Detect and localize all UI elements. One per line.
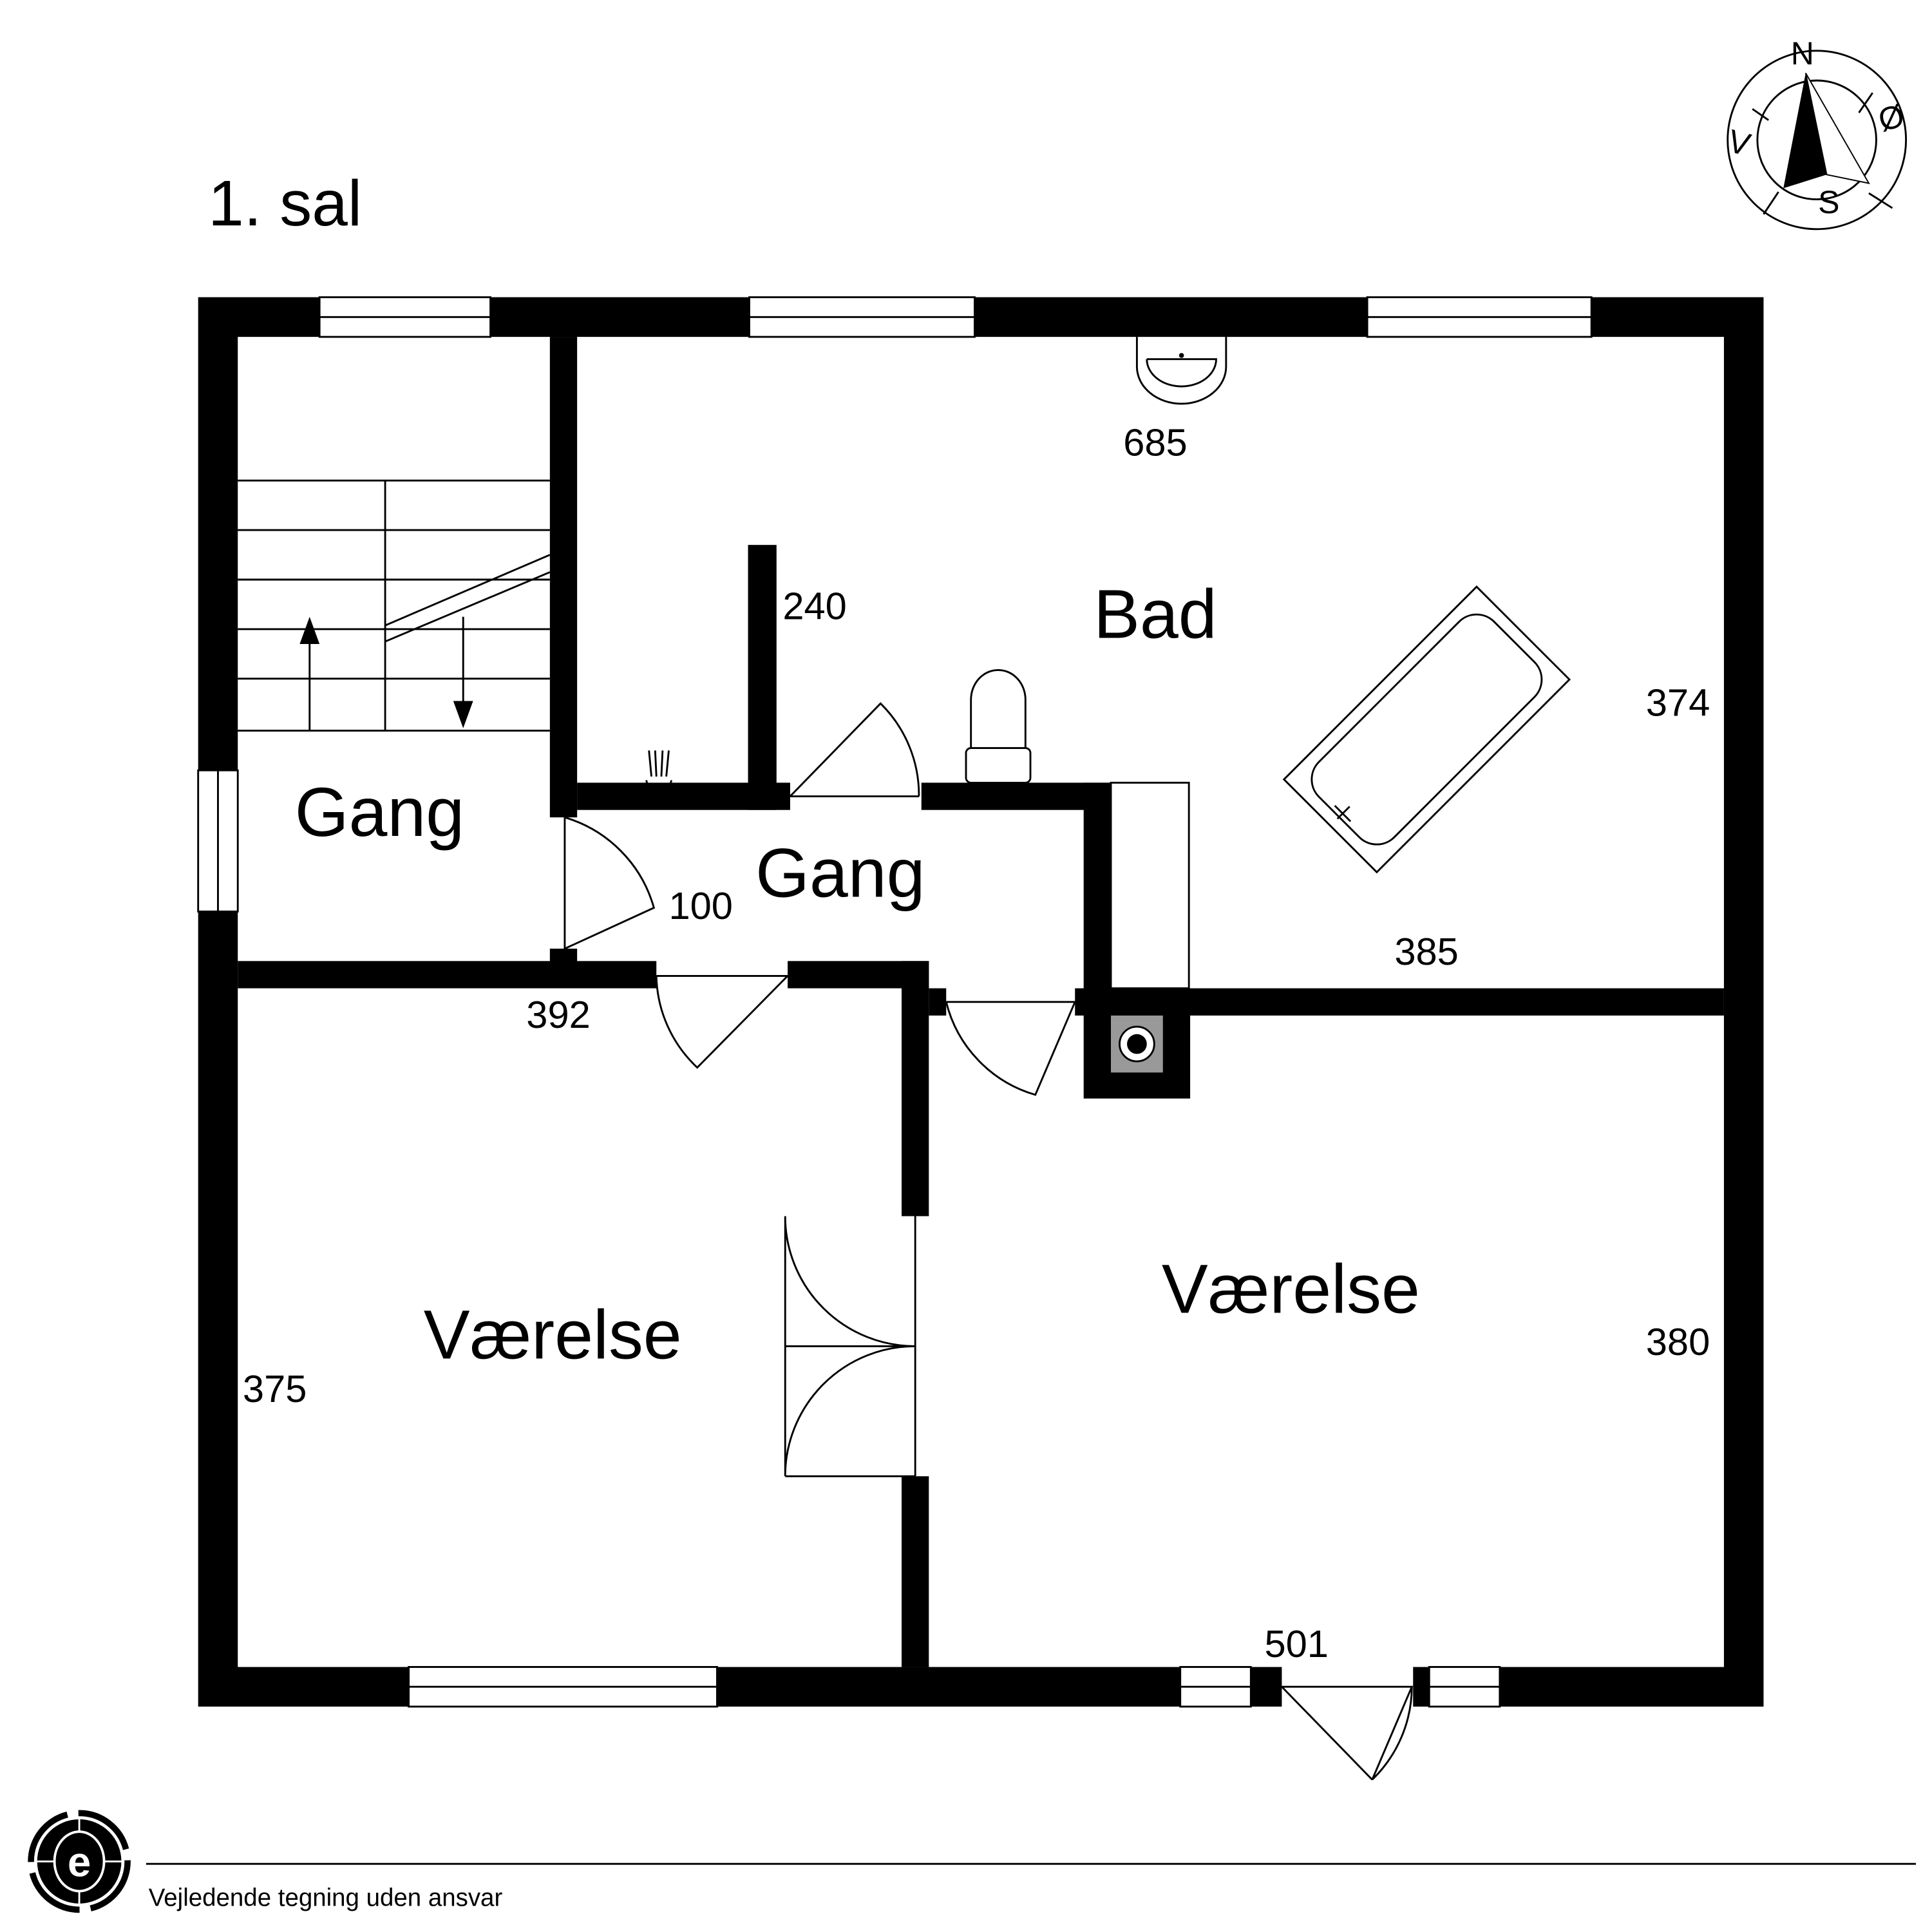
dim-bad-width: 685 — [1123, 421, 1187, 464]
footer-disclaimer: Vejledende tegning uden ansvar — [149, 1884, 503, 1912]
compass-icon: N Ø S V — [1724, 35, 1908, 231]
room-label-vaerelse-left: Værelse — [424, 1296, 682, 1374]
dim-bad-depth: 374 — [1646, 681, 1710, 724]
company-logo: e — [28, 1810, 131, 1913]
interior-walls — [238, 337, 1724, 1667]
floor-title: 1. sal — [208, 167, 362, 240]
dim-gang-width: 392 — [526, 993, 590, 1036]
arrow-up-icon — [299, 616, 320, 644]
dim-bad-bottom: 385 — [1394, 930, 1458, 973]
room-label-bad: Bad — [1094, 575, 1217, 652]
doors — [564, 702, 1414, 1781]
bathtub-icon — [1282, 585, 1571, 874]
dim-left-room-depth: 375 — [243, 1367, 307, 1410]
compass-east: Ø — [1875, 97, 1908, 138]
shower-icon — [645, 750, 672, 791]
dim-total-width: 501 — [1264, 1622, 1328, 1665]
svg-text:e: e — [68, 1838, 91, 1885]
room-label-gang-hall: Gang — [755, 834, 925, 911]
dim-partition: 240 — [782, 585, 846, 628]
room-label-vaerelse-right: Værelse — [1162, 1250, 1420, 1327]
windows — [197, 296, 1593, 1709]
arrow-down-icon — [453, 701, 473, 728]
dim-gang-door: 100 — [668, 884, 732, 927]
dim-right-room-depth: 380 — [1646, 1320, 1710, 1363]
compass-south: S — [1818, 184, 1839, 220]
compass-north: N — [1791, 35, 1814, 71]
sink-icon — [1135, 337, 1227, 405]
staircase — [238, 479, 551, 732]
toilet-icon — [965, 668, 1032, 784]
room-label-gang-stairs: Gang — [295, 773, 464, 851]
